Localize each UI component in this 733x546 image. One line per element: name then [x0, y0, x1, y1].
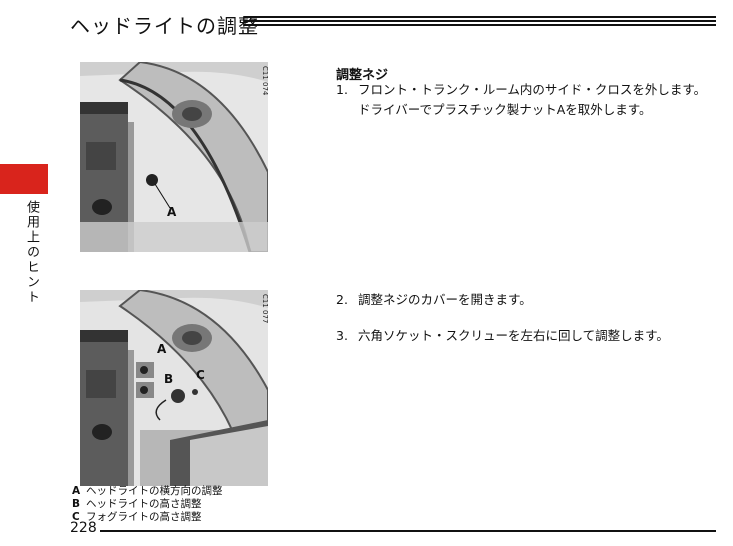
figure-1-code: C11 074: [261, 66, 269, 96]
caption-key: A: [72, 485, 81, 497]
footer-rule: [100, 530, 716, 532]
chapter-label: 使用上のヒント: [24, 200, 39, 305]
step-text: 調整ネジのカバーを開きます。: [358, 292, 532, 307]
figure-2-label-b: B: [164, 372, 174, 386]
step-text: 六角ソケット・スクリューを左右に回して調整します。: [358, 328, 669, 343]
title-rule: [244, 16, 716, 30]
caption-text: ヘッドライトの横方向の調整: [86, 485, 223, 497]
section-heading: 調整ネジ: [336, 68, 389, 83]
figure-1-label-a: A: [167, 205, 177, 219]
caption-row: B ヘッドライトの高さ調整: [72, 498, 223, 511]
figure-2-photo: [80, 290, 268, 486]
step-3: 3. 六角ソケット・スクリューを左右に回して調整します。: [336, 326, 716, 346]
caption-row: A ヘッドライトの横方向の調整: [72, 485, 223, 498]
caption-key: B: [72, 498, 81, 510]
step-text: フロント・トランク・ルーム内のサイド・クロスを外します。ドライバーでプラスチック…: [358, 82, 707, 117]
step-number: 2.: [336, 292, 348, 307]
figure-1-photo: [80, 62, 268, 252]
chapter-tab: [0, 164, 48, 194]
step-number: 3.: [336, 328, 348, 343]
step-2: 2. 調整ネジのカバーを開きます。: [336, 290, 716, 310]
step-1: 1. フロント・トランク・ルーム内のサイド・クロスを外します。ドライバーでプラス…: [336, 80, 716, 120]
figure-2-label-a: A: [157, 342, 167, 356]
caption-key: C: [72, 511, 80, 523]
step-number: 1.: [336, 82, 348, 97]
figure-2-label-c: C: [196, 368, 205, 382]
caption-row: C フォグライトの高さ調整: [72, 511, 223, 524]
figure-captions: A ヘッドライトの横方向の調整 B ヘッドライトの高さ調整 C フォグライトの高さ調整: [72, 485, 223, 524]
page-title: ヘッドライトの調整: [70, 14, 259, 38]
caption-text: フォグライトの高さ調整: [86, 511, 202, 523]
caption-text: ヘッドライトの高さ調整: [86, 498, 202, 510]
figure-2-code: C11 077: [261, 294, 269, 324]
page-number: 228: [70, 520, 97, 536]
